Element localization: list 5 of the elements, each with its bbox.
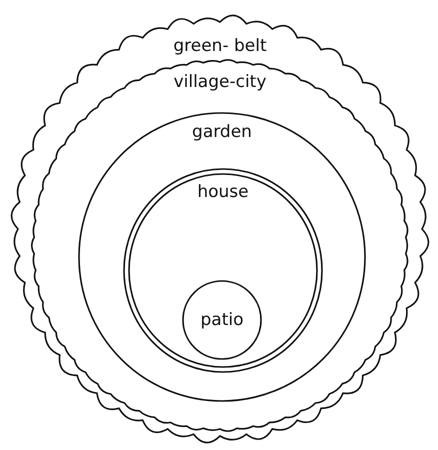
- zone-label: green- belt: [173, 36, 267, 56]
- zone-label: garden: [192, 122, 252, 142]
- zone-label: village-city: [174, 72, 266, 92]
- zone-label: house: [197, 182, 249, 202]
- zone-label: patio: [200, 308, 244, 332]
